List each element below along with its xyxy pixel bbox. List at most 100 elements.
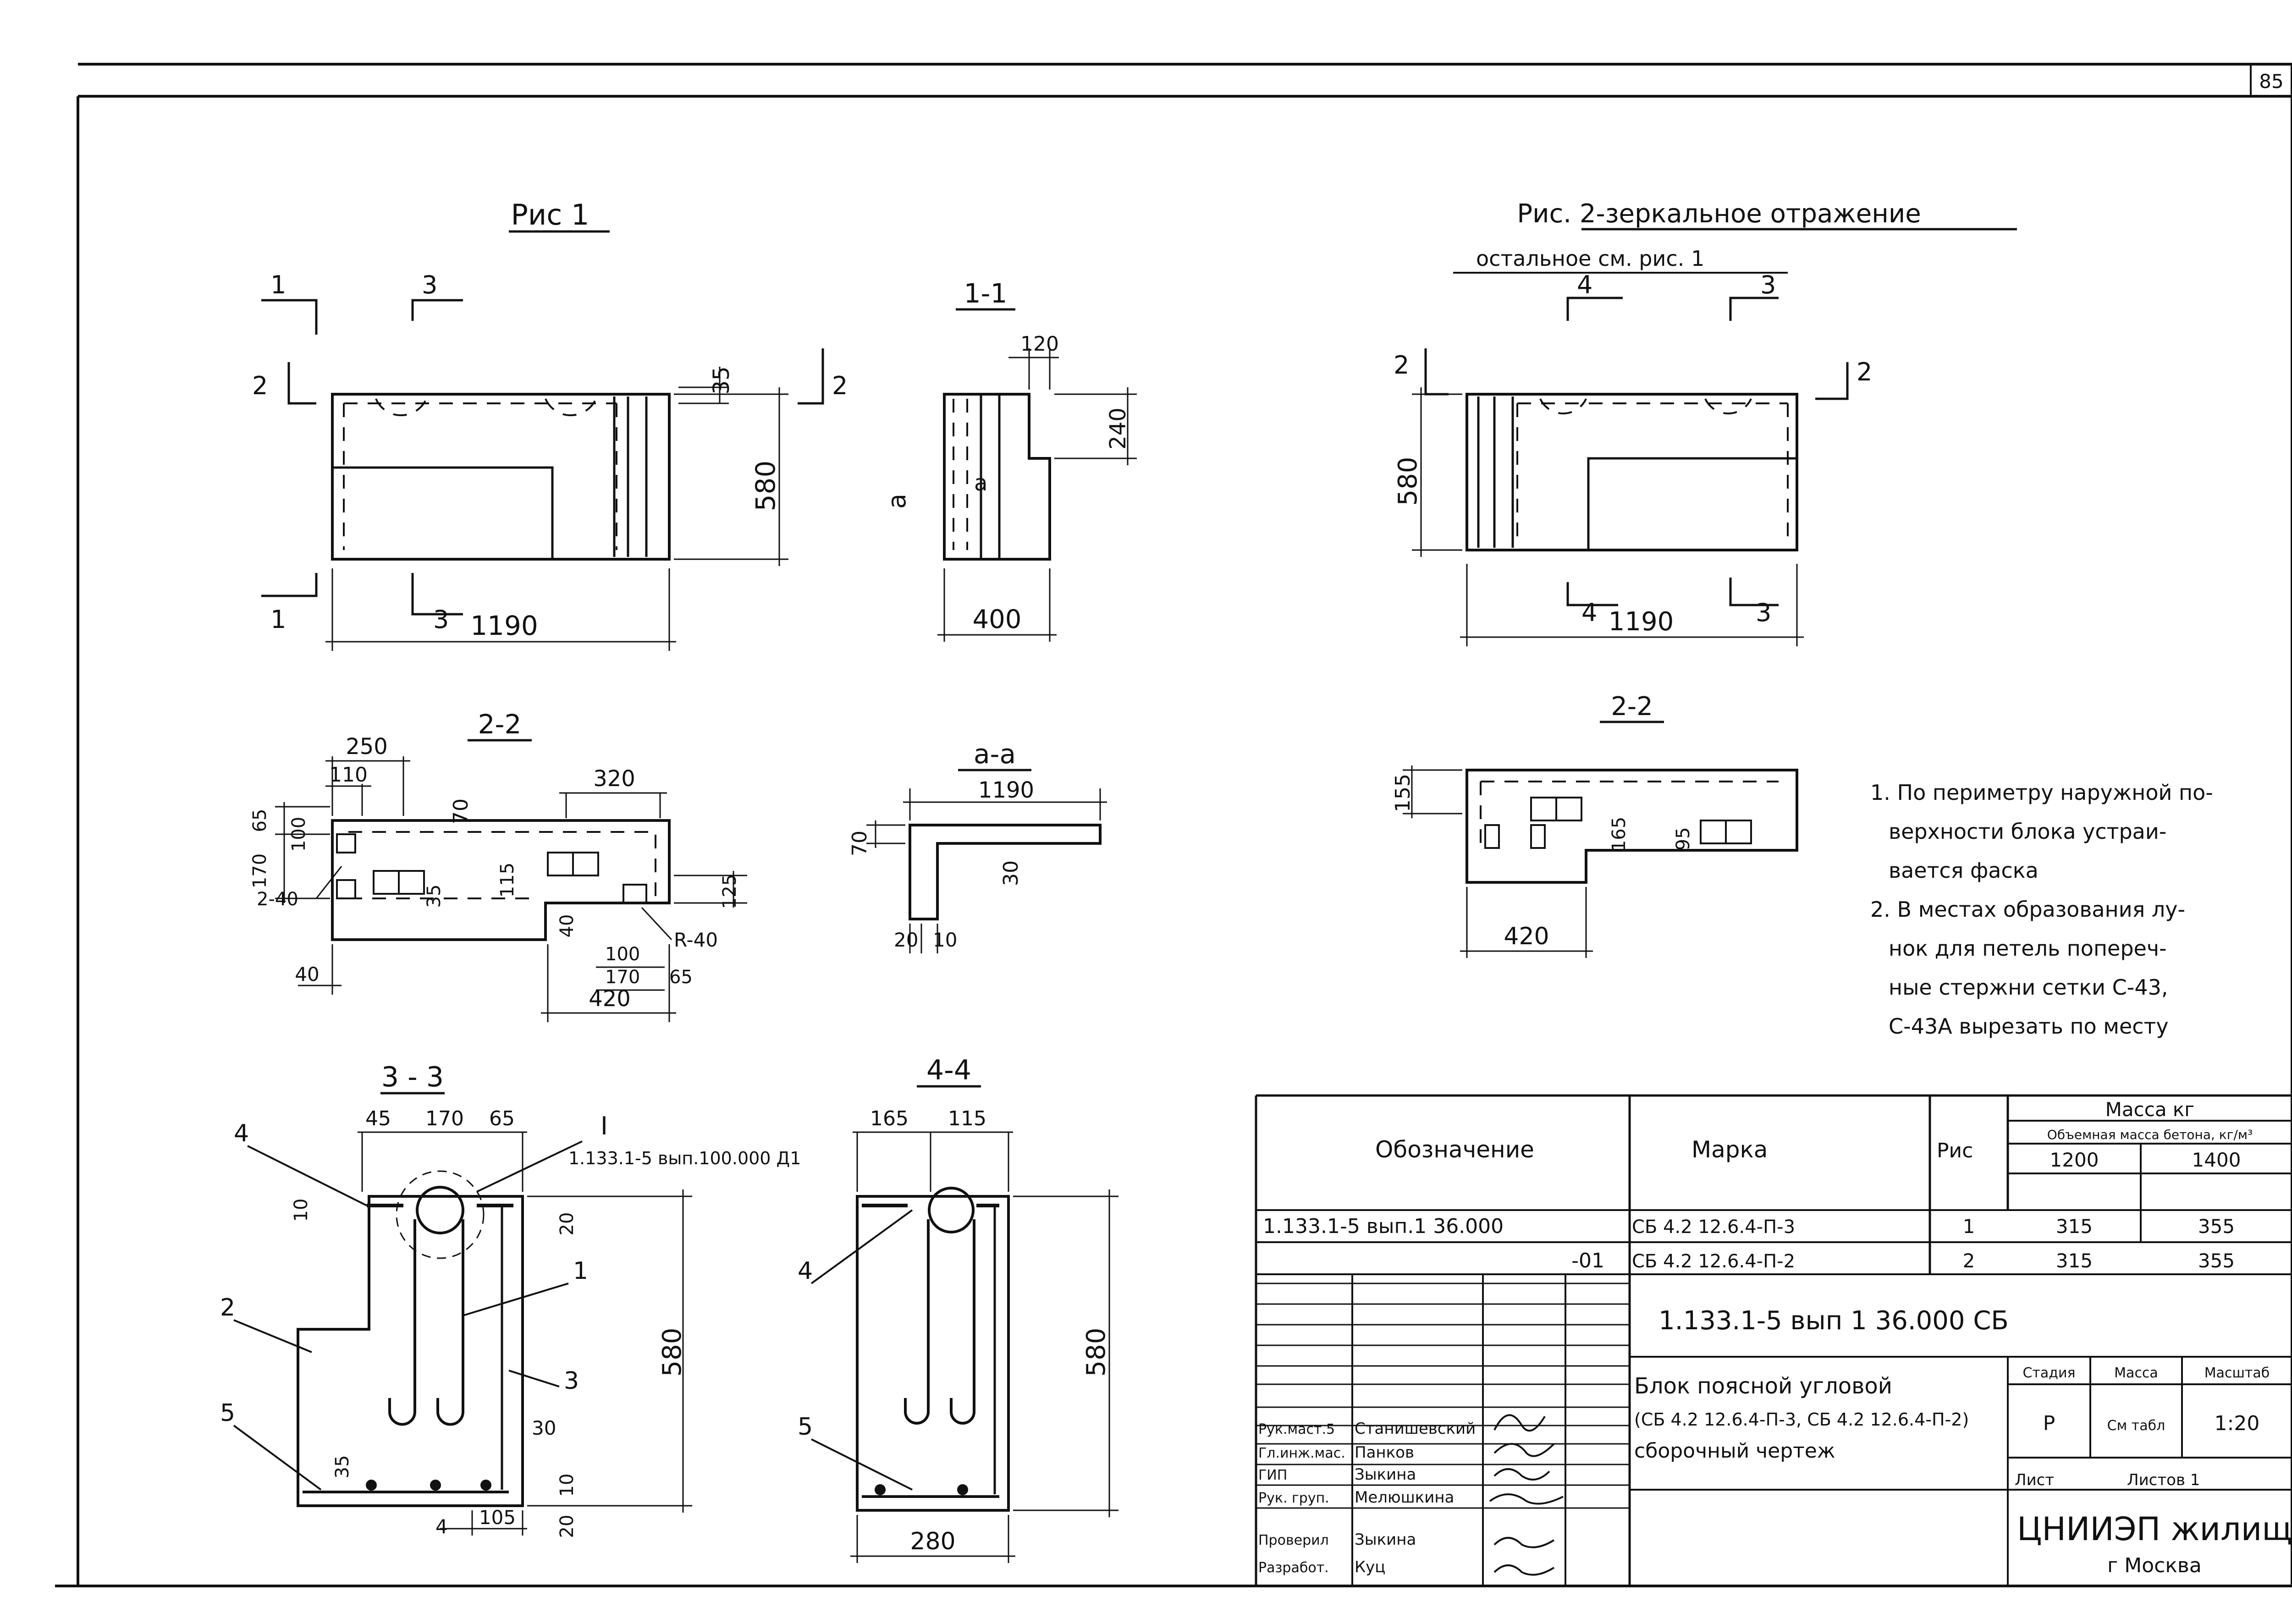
signatures (1489, 1414, 1564, 1576)
staff-role-3: ГИП (1258, 1467, 1287, 1483)
note-line-6: ные стержни сетки С-43, (1889, 975, 2168, 1000)
section-3-3-callout-ref: 1.133.1-5 вып.100.000 Д1 (568, 1148, 801, 1168)
section-2-2-dim-110: 110 (329, 763, 368, 787)
spec-header-1400: 1400 (2192, 1149, 2241, 1171)
spec-header-mass: Масса кг (2105, 1098, 2195, 1121)
title-doc-code: 1.133.1-5 вып 1 36.000 СБ (1658, 1306, 2009, 1336)
staff-role-4: Рук. груп. (1258, 1490, 1329, 1506)
section-2-2-dim-250: 250 (346, 734, 388, 760)
note-line-7: С-43А вырезать по месту (1889, 1014, 2169, 1039)
staff-name-1: Станишевский (1355, 1420, 1476, 1438)
staff-role-2: Гл.инж.мас. (1258, 1445, 1345, 1461)
fig2-view: Рис. 2-зеркальное отражение остальное см… (1393, 199, 2017, 646)
spec-header-1200: 1200 (2050, 1149, 2099, 1171)
section-3-3-dim-170: 170 (425, 1107, 464, 1130)
section-3-3-dim-105: 105 (479, 1506, 516, 1529)
fig1-cut-3-bottom: 3 (433, 605, 449, 634)
section-2-2-mirror-title: 2-2 (1611, 692, 1653, 721)
section-2-2-dim-40b: 40 (295, 963, 319, 985)
fig2-cut-3-bottom: 3 (1756, 598, 1771, 627)
list-item: ГИП Зыкина (1258, 1465, 1416, 1484)
section-1-1-dim-400: 400 (973, 605, 1022, 634)
staff-name-3: Зыкина (1355, 1465, 1416, 1484)
staff-role-1: Рук.маст.5 (1258, 1421, 1335, 1437)
fig2-subtitle: остальное см. рис. 1 (1476, 246, 1704, 271)
fig1-dim-height: 580 (750, 461, 781, 512)
notes: 1. По периметру наружной по- верхности б… (1870, 780, 2213, 1039)
section-2-2-title: 2-2 (478, 709, 522, 740)
section-3-3-dim-35: 35 (332, 1455, 353, 1479)
spec-header-mark: Марка (1691, 1136, 1768, 1163)
list-item: Гл.инж.мас. Панков (1258, 1443, 1414, 1462)
section-3-3-pos-4: 4 (234, 1120, 249, 1147)
spec-row2-mark: СБ 4.2 12.6.4-П-2 (1632, 1251, 1795, 1272)
section-4-4-dim-115: 115 (948, 1107, 986, 1130)
spec-row2-fig: 2 (1963, 1250, 1975, 1272)
fig1-dim-width: 1190 (470, 610, 538, 641)
note-line-1: 1. По периметру наружной по- (1870, 780, 2213, 805)
title-name-2: (СБ 4.2 12.6.4-П-3, СБ 4.2 12.6.4-П-2) (1634, 1409, 1969, 1430)
note-line-2: верхности блока устраи- (1889, 819, 2166, 844)
fig2-cut-3-top: 3 (1760, 270, 1776, 299)
section-a-a-dim-70: 70 (848, 831, 871, 856)
staff-role-6: Разработ. (1258, 1560, 1329, 1576)
sheet-number: 85 (2259, 70, 2283, 93)
section-2-2-dim-70: 70 (449, 798, 473, 824)
section-3-3-pos-1: 1 (573, 1257, 588, 1285)
note-line-3: вается фаска (1889, 858, 2039, 883)
section-1-1-dim-120: 120 (1020, 332, 1059, 356)
section-3-3-dim-65: 65 (489, 1107, 515, 1130)
title-stage-label: Стадия (2022, 1365, 2075, 1381)
section-4-4-dim-580: 580 (1081, 1328, 1111, 1377)
section-1-1-title: 1-1 (964, 278, 1008, 309)
fig1-cut-2-left: 2 (252, 371, 268, 400)
table-row: -01 СБ 4.2 12.6.4-П-2 2 315 355 (1571, 1249, 2235, 1272)
list-item: Рук.маст.5 Станишевский (1258, 1420, 1476, 1438)
sheet-frame: 85 (55, 63, 2292, 1587)
spec-row1-m1200: 315 (2056, 1215, 2093, 1238)
spec-row1-mark: СБ 4.2 12.6.4-П-3 (1632, 1217, 1795, 1238)
title-sheets-label: Листов 1 (2127, 1471, 2200, 1489)
fig1-cut-2-right: 2 (832, 371, 848, 400)
section-1-1-dim-240: 240 (1105, 407, 1131, 450)
spec-row1-designation: 1.133.1-5 вып.1 36.000 (1263, 1215, 1504, 1238)
section-2-2-r40-right: R-40 (674, 929, 718, 951)
section-3-3-pos-2: 2 (220, 1294, 235, 1321)
fig1-cut-3-top: 3 (422, 270, 437, 299)
title-block: 1.133.1-5 вып 1 36.000 СБ Блок поясной у… (1256, 1274, 2292, 1586)
title-mass-value: См табл (2107, 1418, 2165, 1434)
section-3-3: 3 - 3 4 1 2 3 5 I 1.133.1-5 вып.100.000 … (220, 1061, 801, 1538)
section-3-3-dim-580: 580 (657, 1328, 687, 1377)
section-a-a-dim-1190: 1190 (978, 777, 1034, 803)
title-sheet-label: Лист (2015, 1471, 2054, 1489)
section-2-2-dim-125: 125 (719, 874, 740, 909)
title-stage: Р (2043, 1412, 2055, 1435)
section-3-3-dim-10: 10 (291, 1199, 312, 1222)
section-4-4-title: 4-4 (926, 1054, 971, 1086)
list-item: Разработ. Куц (1258, 1558, 1385, 1576)
section-2-2-dim-65: 65 (249, 809, 270, 832)
spec-header-fig: Рис (1937, 1139, 1973, 1162)
staff-name-4: Мелюшкина (1355, 1488, 1454, 1507)
section-3-3-title: 3 - 3 (381, 1061, 444, 1093)
list-item: Проверил Зыкина (1258, 1530, 1416, 1549)
section-1-1-a-label: а (974, 470, 987, 496)
section-2-2-mirror-dim-165: 165 (1609, 817, 1630, 852)
staff-name-5: Зыкина (1355, 1530, 1416, 1549)
section-2-2-dim-35: 35 (424, 885, 445, 908)
section-2-2-mirror-dim-95: 95 (1673, 827, 1694, 851)
section-2-2-mirror-dim-155: 155 (1391, 774, 1415, 812)
section-a-a-dim-20: 20 (894, 929, 918, 951)
staff-name-2: Панков (1355, 1443, 1414, 1462)
section-2-2: 2-2 250 110 70 320 65 100 170 2-40 35 11… (249, 709, 747, 1022)
section-2-2-dim-65b: 65 (669, 967, 693, 988)
fig1-view: Рис 1 1 3 2 2 1 3 1190 580 35 (252, 198, 848, 651)
section-a-a-dim-10: 10 (933, 929, 957, 951)
title-name-3: сборочный чертеж (1634, 1439, 1835, 1463)
section-2-2-dim-420: 420 (589, 986, 631, 1012)
title-scale: 1:20 (2215, 1412, 2260, 1435)
section-3-3-pos-5: 5 (220, 1399, 235, 1427)
section-2-2-r40-left: 2-40 (257, 889, 298, 910)
title-mass-label: Масса (2114, 1365, 2158, 1381)
section-2-2-mirror: 2-2 155 165 95 420 (1391, 692, 1798, 958)
